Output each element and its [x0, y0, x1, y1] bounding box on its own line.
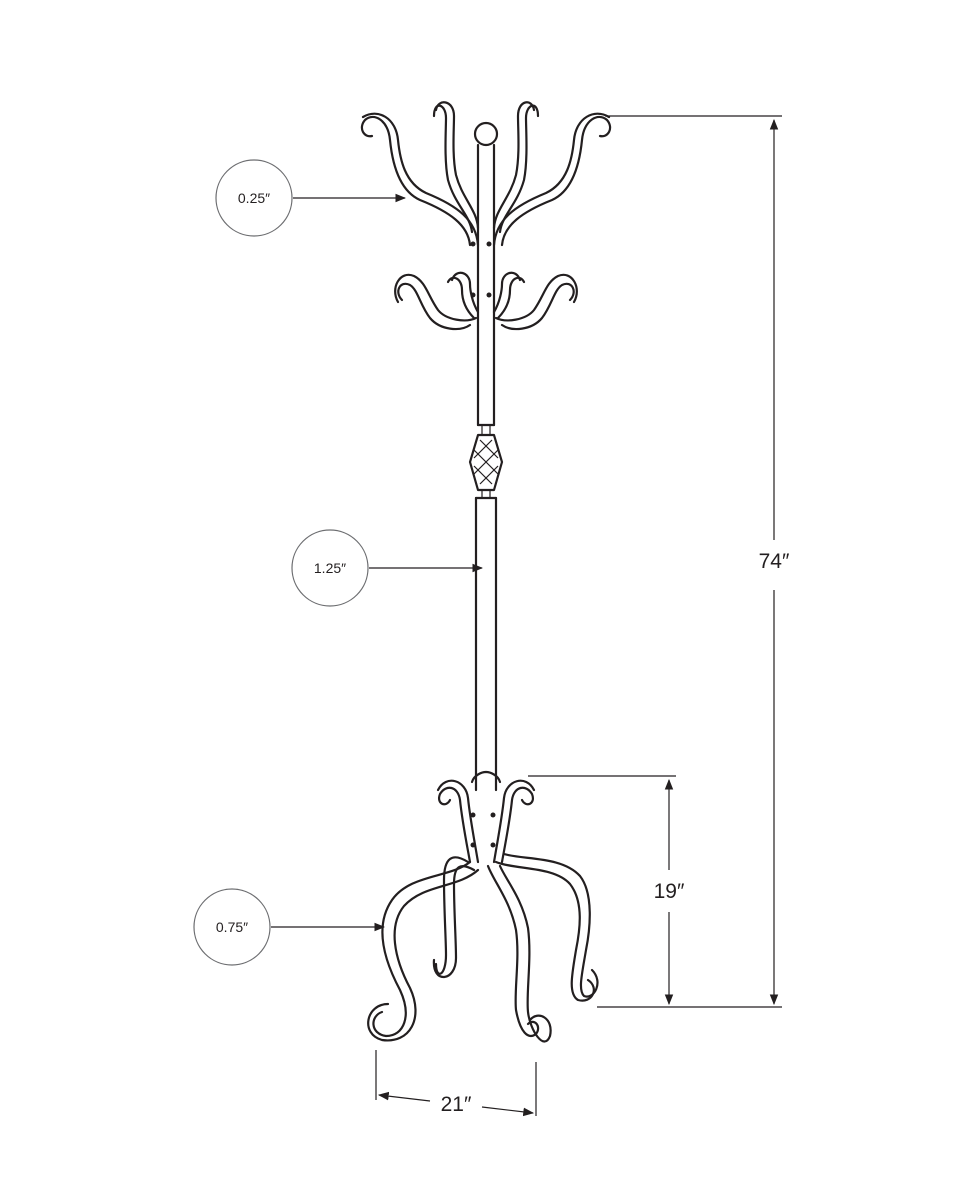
pole-diameter-label: 1.25″: [314, 560, 346, 576]
dimension-21: 21″: [375, 1050, 537, 1117]
base-height-label: 19″: [654, 880, 685, 903]
lower-pole: [470, 496, 498, 848]
total-height-label: 74″: [759, 550, 790, 573]
coat-rack: [360, 101, 612, 1043]
upper-pole: [470, 143, 496, 435]
hook-diameter-label: 0.25″: [238, 190, 270, 206]
twisted-basket: [468, 433, 504, 498]
top-hooks: [360, 101, 612, 247]
callout-hook-diameter: 0.25″: [215, 159, 407, 237]
leg-diameter-label: 0.75″: [216, 919, 248, 935]
dimension-74: 74″: [597, 115, 790, 1008]
callout-leg-diameter: 0.75″: [193, 888, 386, 966]
finial: [473, 121, 499, 147]
lower-hooks: [394, 271, 578, 331]
legs: [367, 852, 599, 1043]
base-collar-hooks: [436, 770, 536, 864]
callout-pole-diameter: 1.25″: [291, 529, 484, 607]
base-width-label: 21″: [441, 1093, 472, 1116]
dimension-19: 19″: [528, 775, 685, 1006]
